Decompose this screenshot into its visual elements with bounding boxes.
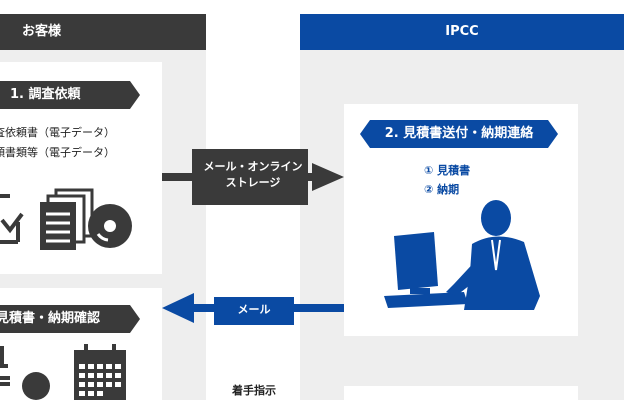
next-step-card [344,386,578,400]
step2-banner: 2. 見積書送付・納期連絡 [360,120,558,148]
start-instruction-label: 着手指示 [232,384,276,397]
documents-disc-icon [40,188,132,250]
ipcc-header: IPCC [300,14,624,50]
calendar-icon [74,344,126,400]
channel-label: メール・オンライン ストレージ [195,159,311,191]
customer-header: お客様 [0,14,206,50]
person-icon [22,372,50,400]
channel-label-line2: ストレージ [225,176,281,189]
step1-banner: 1. 調査依頼 [0,81,140,109]
deadline-item: ② 納期 [424,183,460,196]
document-partial-icon [0,346,10,386]
request-doc-line: 査依頼書（電子データ） [0,126,115,139]
channel-label-line1: メール・オンライン [203,160,303,173]
download-document-icon [0,194,24,244]
quote-item: ① 見積書 [424,164,471,177]
arrow-to-customer [162,293,344,325]
mail-label: メール [237,303,271,316]
related-doc-line: 類書類等（電子データ） [0,146,115,159]
arrow-to-ipcc [162,149,344,205]
worker-computer-icon [384,200,540,310]
step3-banner: 見積書・納期確認 [0,305,140,333]
